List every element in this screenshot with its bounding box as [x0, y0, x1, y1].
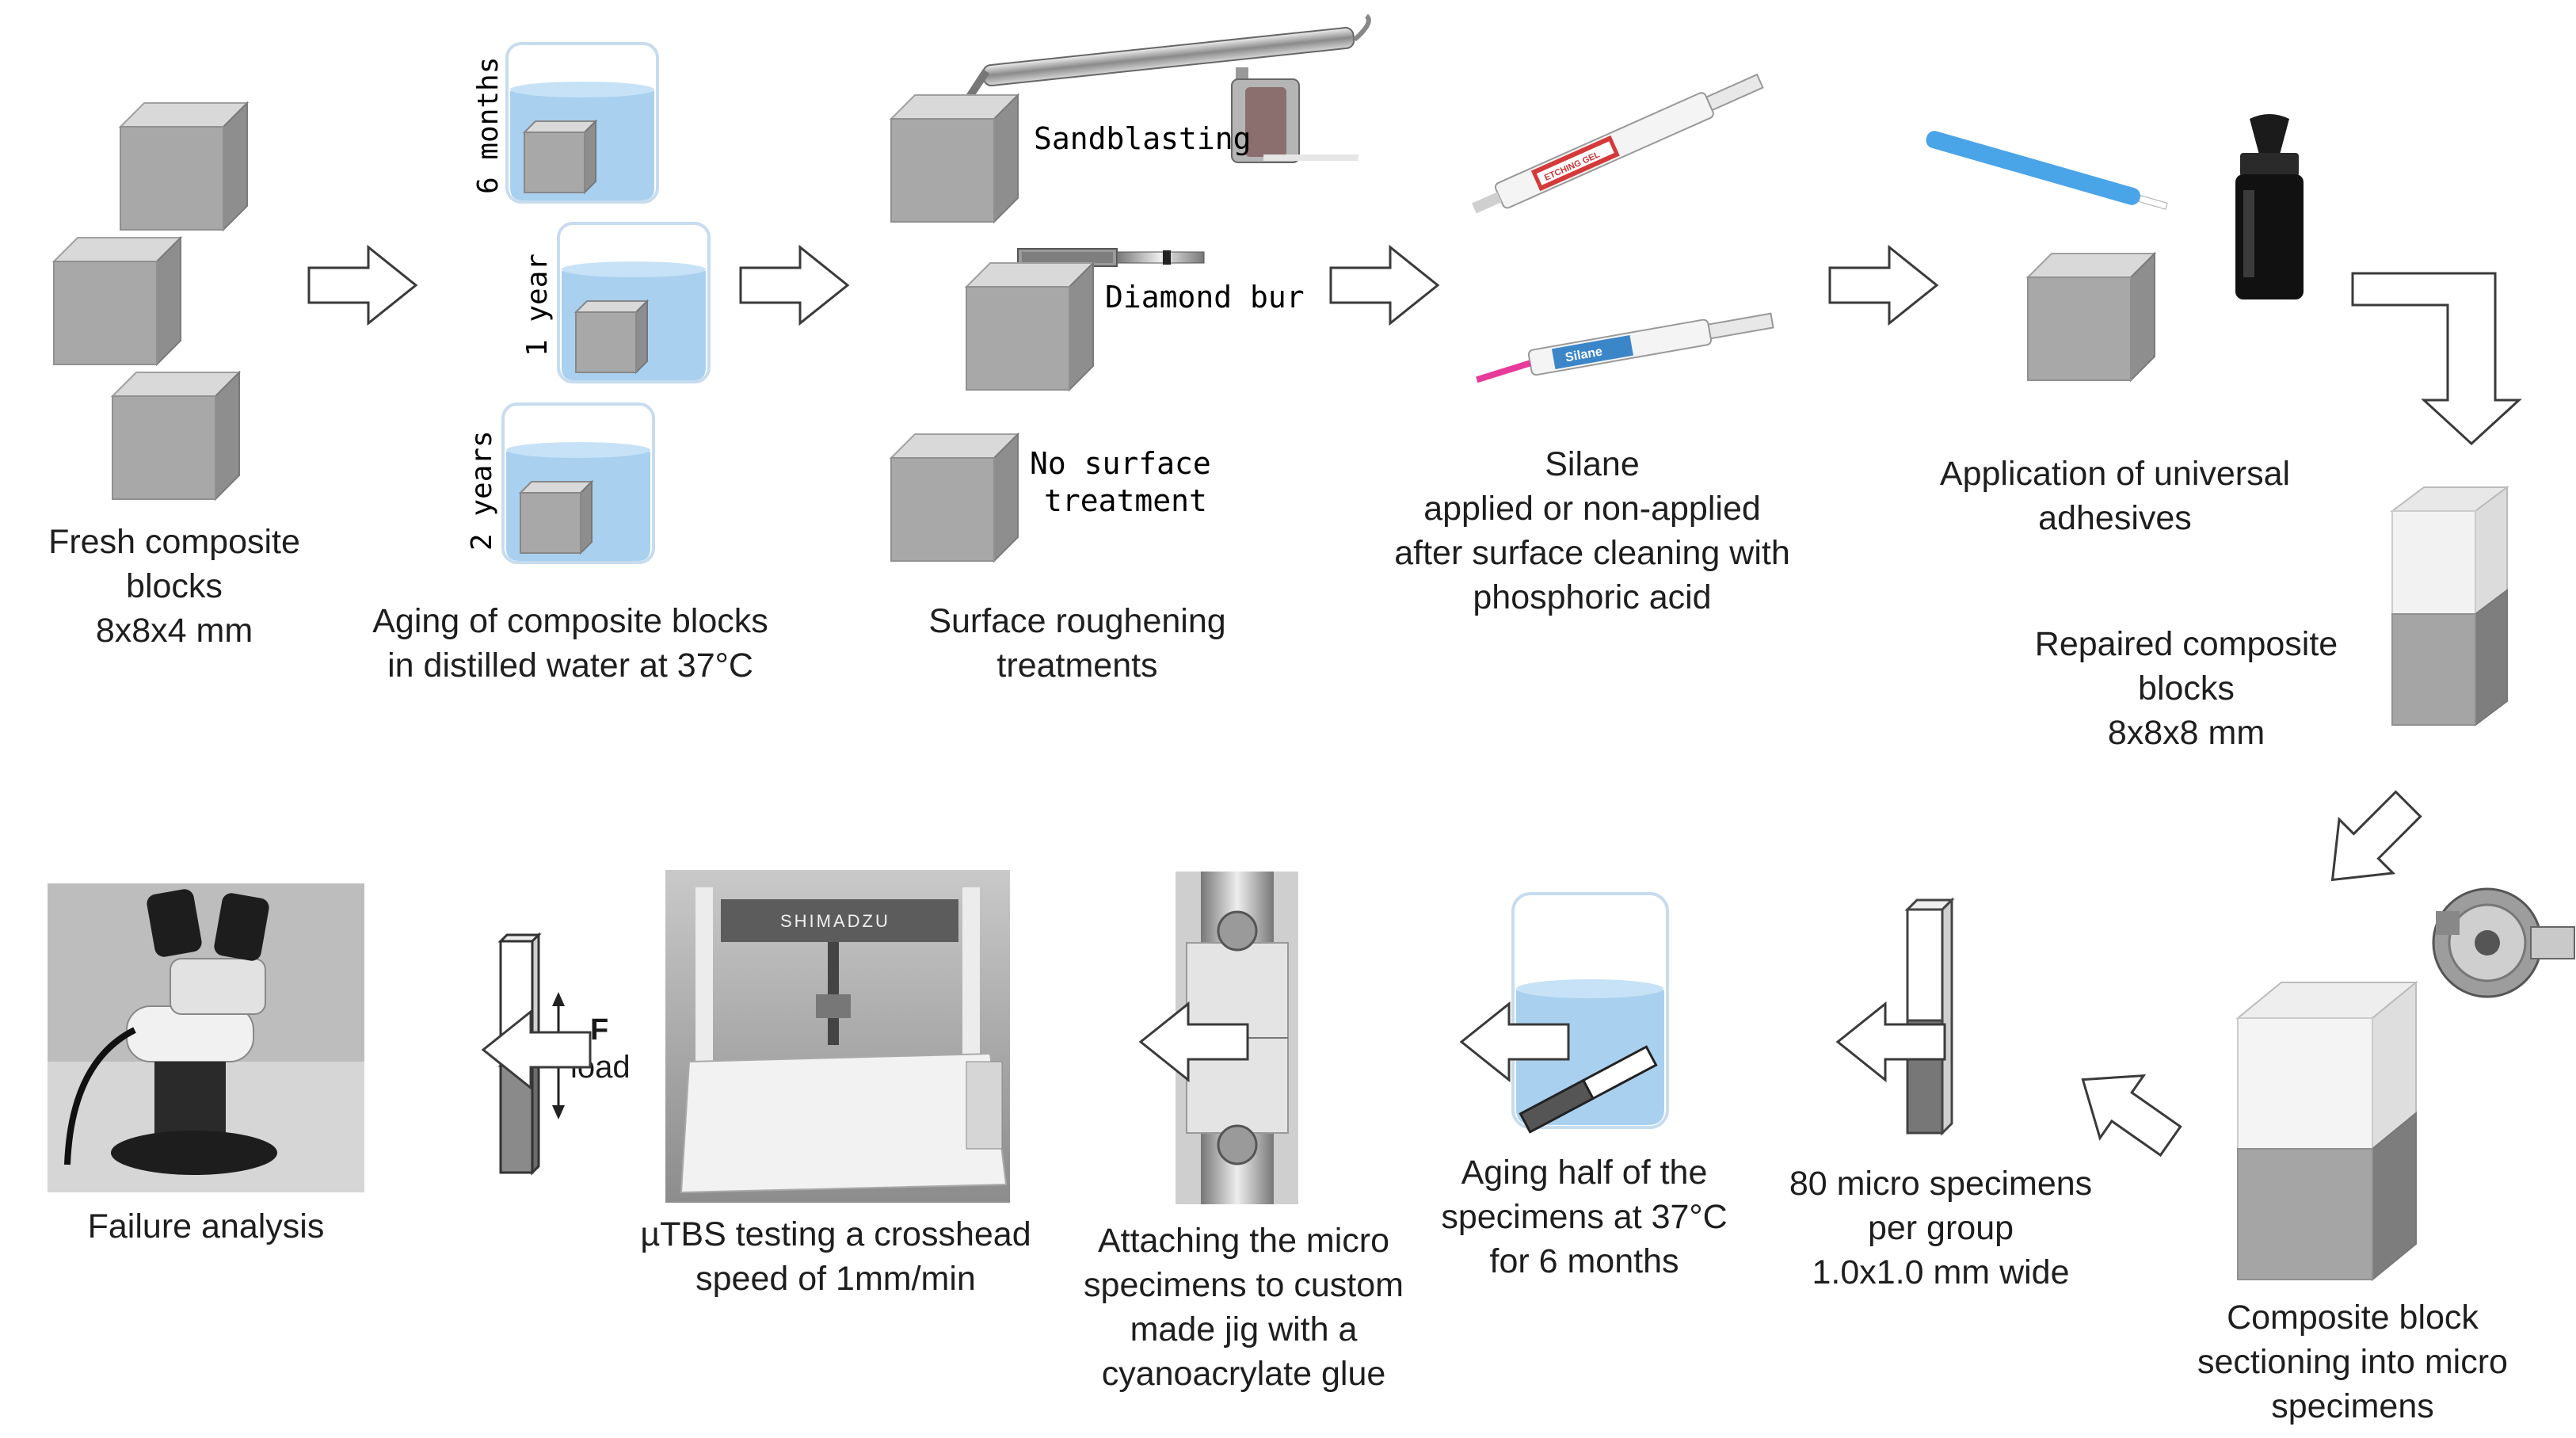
caption-fresh-line-3: 8x8x4 mm	[95, 612, 253, 650]
caption-jig-line-1: Attaching the micro	[1097, 1222, 1390, 1260]
testing-machine-photo: SHIMADZU	[665, 870, 1010, 1203]
microscope-photo	[48, 883, 364, 1192]
aging-half-beaker	[1511, 892, 1669, 1134]
caption-testing-line-2: speed of 1mm/min	[695, 1260, 976, 1298]
caption-testing: µTBS testing a crosshead speed of 1mm/mi…	[602, 1212, 1069, 1301]
arrow-5-bend	[2351, 272, 2522, 446]
caption-aging-line-1: Aging of composite blocks	[372, 602, 768, 640]
caption-failure-line-1: Failure analysis	[87, 1207, 325, 1245]
caption-silane: Silane applied or non-applied after surf…	[1339, 442, 1846, 620]
caption-repaired-line-2: blocks	[2138, 669, 2235, 708]
caption-repaired-line-1: Repaired composite	[2034, 625, 2338, 663]
caption-fresh: Fresh composite blocks 8x8x4 mm	[16, 520, 333, 653]
caption-aging-half-line-2: specimens at 37°C	[1441, 1198, 1728, 1236]
diamond-bur-label: Diamond bur	[1105, 280, 1305, 315]
caption-micro-line-3: 1.0x1.0 mm wide	[1812, 1253, 2070, 1291]
no-treatment-label-2: treatment	[1044, 483, 1207, 518]
caption-silane-line-4: phosphoric acid	[1473, 578, 1712, 616]
caption-micro: 80 micro specimens per group 1.0x1.0 mm …	[1743, 1161, 2139, 1295]
caption-jig-line-4: cyanoacrylate glue	[1101, 1355, 1386, 1393]
arrow-1	[307, 246, 417, 325]
caption-aging-line-2: in distilled water at 37°C	[387, 647, 753, 685]
caption-roughening-line-1: Surface roughening	[928, 602, 1226, 640]
caption-fresh-line-1: Fresh composite	[48, 523, 300, 561]
caption-aging-half-line-1: Aging half of the	[1461, 1154, 1708, 1192]
caption-roughening-line-2: treatments	[996, 647, 1158, 685]
duration-2-years: 2 years	[466, 430, 498, 551]
caption-sectioning-line-1: Composite block	[2227, 1299, 2479, 1337]
caption-silane-line-2: applied or non-applied	[1423, 490, 1761, 528]
caption-sectioning-line-3: specimens	[2271, 1387, 2434, 1425]
caption-micro-line-1: 80 micro specimens	[1789, 1165, 2093, 1203]
micro-specimen	[1904, 897, 1955, 1136]
fresh-composite-blocks	[53, 102, 248, 500]
load-symbol: F	[590, 1013, 608, 1047]
repaired-block	[2390, 486, 2509, 727]
adhesive-bottle	[2235, 114, 2304, 299]
arrow-3	[1329, 246, 1439, 325]
sandblaster-illustration	[964, 13, 1371, 163]
duration-6-months: 6 months	[472, 57, 505, 194]
arrow-7-diagonal	[2081, 1074, 2182, 1158]
caption-jig-line-3: made jig with a	[1130, 1310, 1358, 1348]
caption-jig: Attaching the micro specimens to custom …	[1054, 1219, 1434, 1396]
caption-adhesive-line-2: adhesives	[2038, 499, 2192, 537]
cube-adhesive	[2027, 253, 2155, 381]
cube-no-treatment	[890, 433, 1019, 562]
arrow-2	[739, 246, 849, 325]
caption-sectioning: Composite block sectioning into micro sp…	[2147, 1295, 2559, 1428]
caption-adhesive-line-1: Application of universal	[1939, 455, 2291, 493]
caption-sectioning-line-2: sectioning into micro	[2197, 1343, 2508, 1381]
caption-roughening: Surface roughening treatments	[879, 599, 1275, 688]
diamond-bur-illustration	[1017, 248, 1205, 267]
saw-blade	[2432, 887, 2575, 998]
cube-sandblasted	[890, 94, 1019, 223]
sectioning-block	[2235, 980, 2418, 1282]
caption-silane-line-1: Silane	[1545, 445, 1640, 483]
applicator-brush	[1926, 131, 2168, 210]
no-treatment-label-1: No surface	[1030, 446, 1211, 481]
caption-aging-half: Aging half of the specimens at 37°C for …	[1402, 1150, 1766, 1284]
caption-aging-half-line-3: for 6 months	[1489, 1242, 1679, 1280]
etching-syringe: ETCHING GEL	[1472, 73, 1764, 214]
machine-brand: SHIMADZU	[780, 911, 890, 931]
duration-1-year: 1 year	[521, 254, 554, 357]
silane-syringe: Silane	[1476, 312, 1774, 383]
caption-adhesive: Application of universal adhesives	[1885, 452, 2345, 540]
caption-silane-line-3: after surface cleaning with	[1394, 534, 1790, 572]
caption-repaired: Repaired composite blocks 8x8x8 mm	[1996, 622, 2376, 755]
caption-jig-line-2: specimens to custom	[1084, 1266, 1404, 1304]
caption-fresh-line-2: blocks	[126, 567, 223, 605]
caption-micro-line-2: per group	[1867, 1209, 2014, 1247]
arrow-4	[1828, 246, 1938, 325]
caption-failure: Failure analysis	[48, 1204, 364, 1249]
sandblasting-label: Sandblasting	[1034, 121, 1252, 156]
cube-diamond-bur	[966, 262, 1094, 391]
caption-aging: Aging of composite blocks in distilled w…	[333, 599, 808, 688]
caption-testing-line-1: µTBS testing a crosshead	[640, 1215, 1031, 1253]
arrow-6-diagonal	[2330, 790, 2422, 882]
caption-repaired-line-3: 8x8x8 mm	[2107, 714, 2265, 752]
